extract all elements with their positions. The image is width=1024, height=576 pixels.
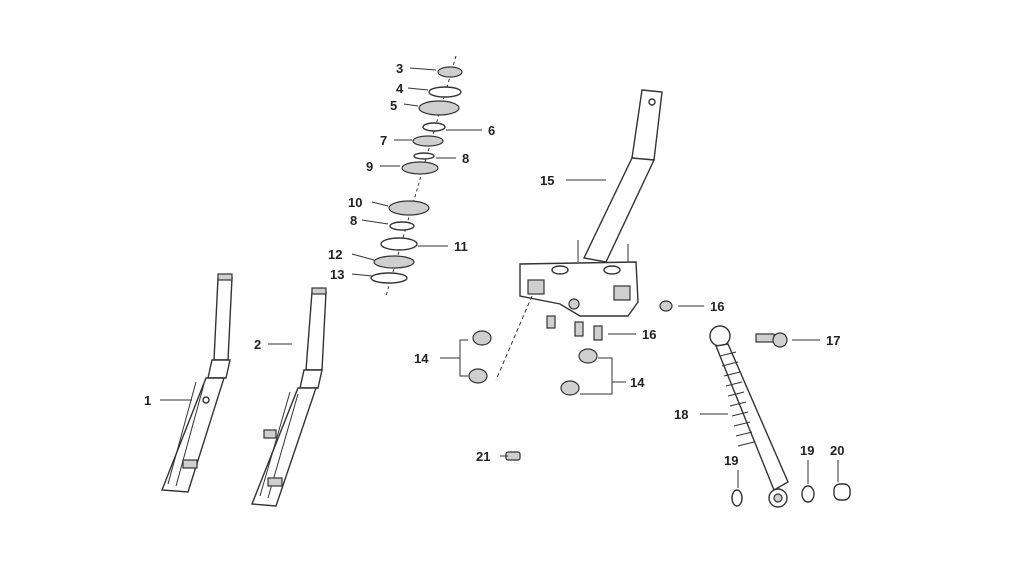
fork-leg-right bbox=[251, 287, 327, 507]
small-bolts-nuts bbox=[546, 300, 673, 341]
callout-leaders bbox=[160, 67, 839, 488]
fork-leg-left bbox=[161, 273, 233, 493]
label-14-left: 14 bbox=[414, 351, 429, 366]
label-11: 11 bbox=[454, 239, 468, 254]
label-1: 1 bbox=[144, 393, 151, 408]
steering-stem-assembly bbox=[495, 89, 663, 381]
label-7: 7 bbox=[380, 133, 387, 148]
label-16-lower: 16 bbox=[642, 327, 656, 342]
label-4: 4 bbox=[396, 81, 404, 96]
label-5: 5 bbox=[390, 98, 397, 113]
label-17: 17 bbox=[826, 333, 840, 348]
label-18: 18 bbox=[674, 407, 688, 422]
mounting-bolts bbox=[468, 330, 598, 396]
label-15: 15 bbox=[540, 173, 554, 188]
label-8-upper: 8 bbox=[462, 151, 469, 166]
label-13: 13 bbox=[330, 267, 344, 282]
label-21: 21 bbox=[476, 449, 490, 464]
label-20: 20 bbox=[830, 443, 844, 458]
shock-top-bolt bbox=[755, 332, 788, 348]
label-16-upper: 16 bbox=[710, 299, 724, 314]
label-10: 10 bbox=[348, 195, 362, 210]
label-6: 6 bbox=[488, 123, 495, 138]
washers-and-cap-nut bbox=[731, 483, 851, 507]
shock-absorber bbox=[709, 325, 789, 508]
label-12: 12 bbox=[328, 247, 342, 262]
label-8-lower: 8 bbox=[350, 213, 357, 228]
clip bbox=[505, 451, 521, 461]
label-3: 3 bbox=[396, 61, 403, 76]
label-19-right: 19 bbox=[800, 443, 814, 458]
label-19-left: 19 bbox=[724, 453, 738, 468]
steering-bearing-stack bbox=[370, 55, 463, 297]
label-2: 2 bbox=[254, 337, 261, 352]
label-14-right: 14 bbox=[630, 375, 645, 390]
label-9: 9 bbox=[366, 159, 373, 174]
part-number-labels: 1 2 3 4 5 6 7 8 9 10 8 11 12 13 14 14 15… bbox=[144, 61, 844, 468]
